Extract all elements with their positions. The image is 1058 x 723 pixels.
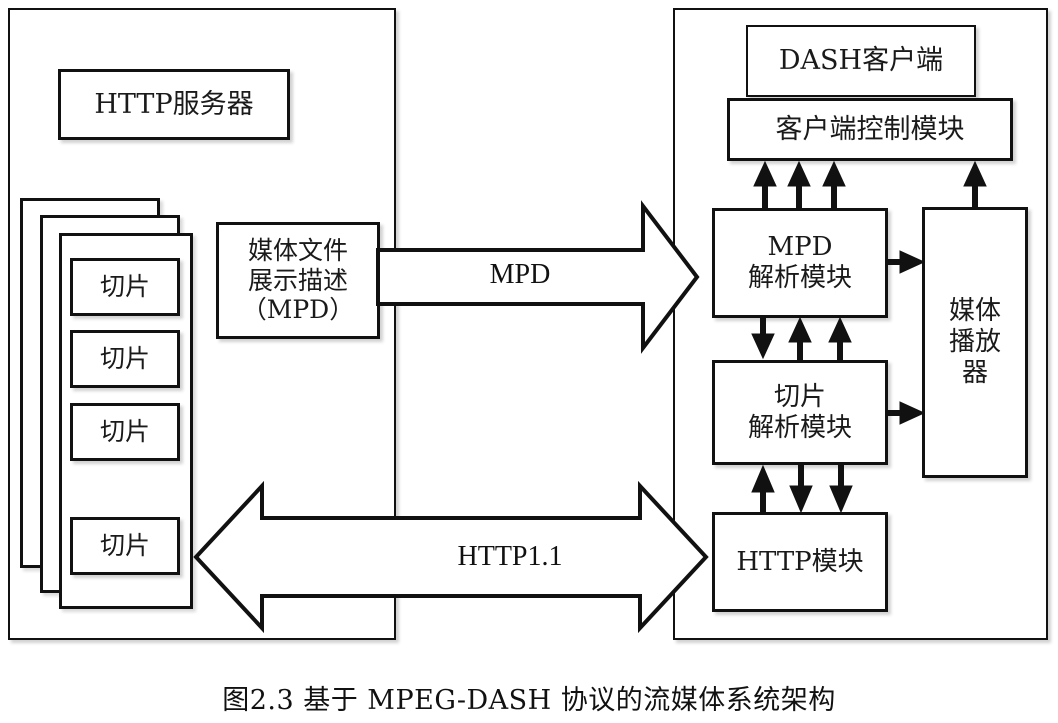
- client-control-module-label: 客户端控制模块: [775, 113, 965, 145]
- mpd-parser-line-2: 解析模块: [747, 263, 852, 293]
- http-arrow-label: HTTP1.1: [457, 541, 563, 572]
- segment-parser-module-box: 切片 解析模块: [712, 360, 888, 465]
- dash-client-label: DASH客户端: [778, 44, 944, 76]
- client-control-module-box: 客户端控制模块: [727, 98, 1013, 161]
- http-server-label: HTTP服务器: [94, 88, 254, 120]
- segment-box: 切片: [70, 330, 180, 388]
- figure-caption-text: 图2.3 基于 MPEG-DASH 协议的流媒体系统架构: [222, 685, 836, 716]
- segment-box: 切片: [70, 517, 180, 575]
- mpd-parser-line-1: MPD: [767, 232, 833, 263]
- mpd-arrow-label-wrap: MPD: [450, 259, 590, 291]
- mpd-file-line-2: 展示描述: [247, 265, 348, 295]
- mpd-arrow-label: MPD: [489, 259, 551, 290]
- http-server-box: HTTP服务器: [58, 69, 290, 140]
- mpd-file-line-3: （MPD）: [241, 295, 355, 325]
- segment-label: 切片: [99, 531, 150, 561]
- segment-label: 切片: [99, 344, 150, 374]
- segment-box: 切片: [70, 403, 180, 461]
- segment-label: 切片: [99, 417, 150, 447]
- segment-box: 切片: [70, 258, 180, 316]
- http-module-box: HTTP模块: [712, 512, 888, 612]
- segment-parser-line-2: 解析模块: [747, 412, 852, 443]
- dash-client-box: DASH客户端: [746, 25, 976, 97]
- figure-caption: 图2.3 基于 MPEG-DASH 协议的流媒体系统架构: [0, 678, 1058, 717]
- media-player-line-1: 媒体: [948, 296, 1001, 327]
- segment-label: 切片: [99, 272, 150, 302]
- mpd-file-box: 媒体文件 展示描述 （MPD）: [216, 222, 380, 339]
- http-arrow-label-wrap: HTTP1.1: [400, 541, 620, 573]
- media-player-line-3: 器: [961, 357, 988, 388]
- http-module-label: HTTP模块: [736, 546, 864, 577]
- media-player-box: 媒体 播放 器: [922, 207, 1028, 478]
- mpd-parser-module-box: MPD 解析模块: [712, 208, 888, 318]
- mpd-file-line-1: 媒体文件: [247, 236, 348, 266]
- media-player-line-2: 播放: [948, 327, 1001, 358]
- segment-parser-line-1: 切片: [773, 381, 826, 412]
